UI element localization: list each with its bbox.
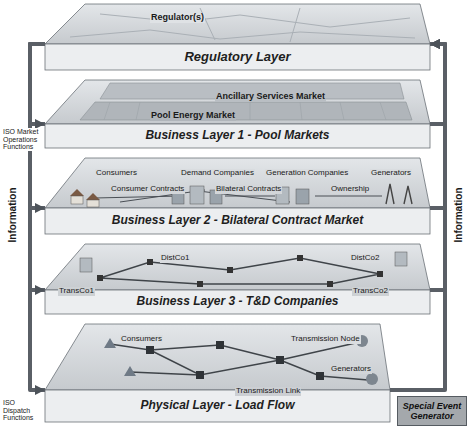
slab-front-band xyxy=(45,124,430,148)
part-label: DistCo2 xyxy=(350,254,380,263)
layer-title: Business Layer 2 - Bilateral Contract Ma… xyxy=(45,214,430,228)
part-label: Pool Energy Market xyxy=(150,111,236,121)
layer-title: Business Layer 3 - T&D Companies xyxy=(45,295,430,309)
part-label: TransCo2 xyxy=(352,287,389,296)
market-grid xyxy=(104,102,386,120)
slab-front-band xyxy=(45,208,430,234)
part-label: Consumer Contracts xyxy=(110,185,185,194)
label-holder: Consumers xyxy=(120,327,163,345)
information-flow xyxy=(30,44,45,290)
flow-label: Information xyxy=(7,187,18,244)
layer-title: Business Layer 1 - Pool Markets xyxy=(45,129,430,143)
load-flow-network xyxy=(104,335,378,385)
slab-front-band xyxy=(45,390,390,422)
slab-top-face xyxy=(45,4,430,44)
map-texture xyxy=(70,8,415,42)
event-generator-box: Special Event Generator xyxy=(397,396,467,426)
slab-top-face xyxy=(45,244,430,290)
label-holder: Ancillary Services Market xyxy=(215,85,326,103)
layer-title: Physical Layer - Load Flow xyxy=(45,399,390,413)
part-label: Transmission Node xyxy=(290,335,361,344)
label-holder: Demand Companies xyxy=(180,161,255,179)
information-flow xyxy=(430,44,445,208)
td-network xyxy=(80,252,407,287)
label-holder: Pool Energy Market xyxy=(150,104,236,122)
part-label: Consumers xyxy=(120,335,163,344)
part-label: ISO Market Operations Functions xyxy=(2,128,44,151)
layer-slab: Regulatory Layer xyxy=(45,4,430,70)
label-holder: ISO Market Operations Functions xyxy=(2,128,44,151)
label-holder: Regulator(s) xyxy=(150,6,205,24)
label-holder: ISO Dispatch Functions xyxy=(2,399,44,422)
part-label: Demand Companies xyxy=(180,169,255,178)
part-label: DistCo1 xyxy=(160,254,190,263)
label-holder: Generators xyxy=(330,357,372,375)
information-flow xyxy=(390,44,445,390)
part-label: Bilateral Contracts xyxy=(215,185,282,194)
pool-market-band xyxy=(80,102,412,120)
information-flow xyxy=(30,44,45,208)
part-label: Consumers xyxy=(95,169,138,178)
label-holder: Consumers xyxy=(95,161,138,179)
label-holder: TransCo1 xyxy=(58,279,95,297)
slab-top-face xyxy=(45,80,430,124)
label-holder: Generators xyxy=(370,161,412,179)
label-holder: TransCo2 xyxy=(352,279,389,297)
box-title: Special Event Generator xyxy=(398,401,466,422)
part-label: Generators xyxy=(330,365,372,374)
information-flow xyxy=(430,44,445,124)
part-label: Generators xyxy=(370,169,412,178)
market-participants xyxy=(70,184,412,207)
slab-top-face xyxy=(45,324,390,390)
slab-top-face xyxy=(45,158,430,208)
part-label: TransCo1 xyxy=(58,287,95,296)
information-flow xyxy=(30,44,45,124)
label-holder: Bilateral Contracts xyxy=(215,177,282,195)
layer-title: Regulatory Layer xyxy=(45,50,430,65)
part-label: Ancillary Services Market xyxy=(215,92,326,102)
layer-slab: Business Layer 1 - Pool Markets xyxy=(45,80,430,148)
information-flow xyxy=(30,44,45,390)
label-holder: Transmission Link xyxy=(235,379,301,397)
part-label: Ownership xyxy=(330,185,370,194)
label-holder: Ownership xyxy=(330,177,370,195)
part-label: Regulator(s) xyxy=(150,13,205,23)
label-holder: DistCo2 xyxy=(350,246,380,264)
flow-label: Information xyxy=(453,187,464,244)
label-holder: Transmission Node xyxy=(290,327,361,345)
information-flow xyxy=(430,44,445,290)
part-label: ISO Dispatch Functions xyxy=(2,399,44,422)
label-holder: Consumer Contracts xyxy=(110,177,185,195)
part-label: Generation Companies xyxy=(265,169,349,178)
part-label: Transmission Link xyxy=(235,387,301,396)
label-holder: DistCo1 xyxy=(160,246,190,264)
label-holder: Generation Companies xyxy=(265,161,349,179)
slab-front-band xyxy=(45,44,430,70)
